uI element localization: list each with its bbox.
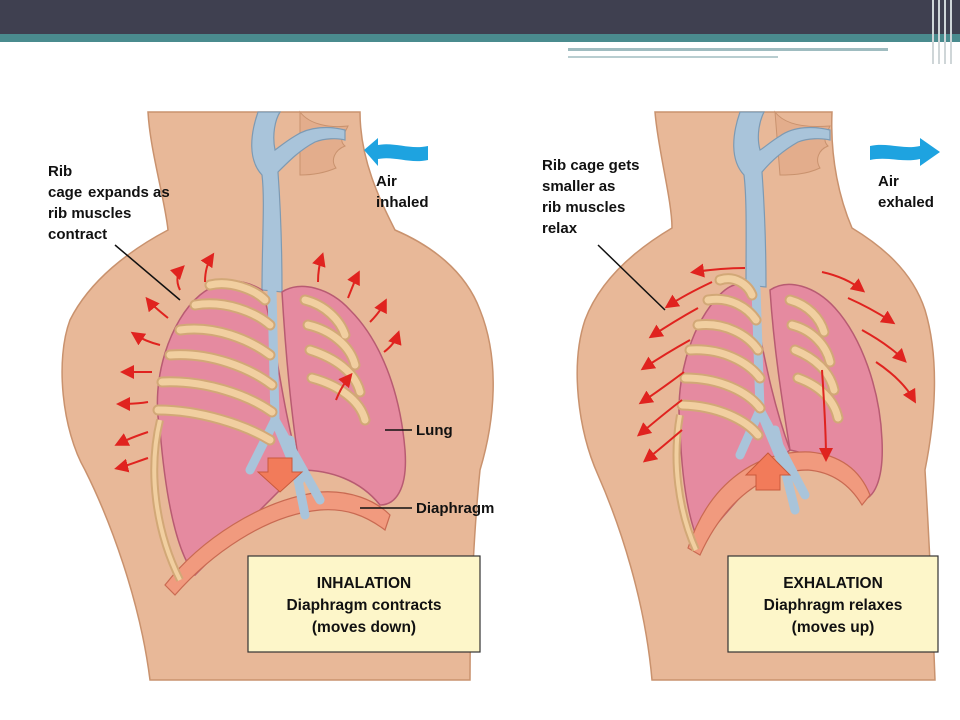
air-exhaled-label-1: Air bbox=[878, 173, 899, 190]
diaphragm-label: Diaphragm bbox=[416, 500, 494, 517]
exhalation-title: EXHALATION bbox=[783, 575, 883, 592]
diaphragm-down-arrow bbox=[256, 457, 304, 493]
air-inhaled-label-1: Air bbox=[376, 173, 397, 190]
air-inhaled-label-2: inhaled bbox=[376, 194, 429, 211]
contraction-arrows-right bbox=[636, 263, 916, 463]
rib-label-left-line2: cage bbox=[48, 184, 82, 201]
rib-label-left-line1: Rib bbox=[48, 163, 72, 180]
rib-label-right-line1: Rib cage gets bbox=[542, 157, 640, 174]
rib-label-right-line3: rib muscles bbox=[542, 199, 625, 216]
air-inhaled-arrow bbox=[364, 138, 428, 166]
inhalation-panel: Rib cage expands as rib muscles contract… bbox=[48, 110, 494, 681]
airway-left bbox=[251, 111, 346, 293]
lung-label: Lung bbox=[416, 422, 453, 439]
rib-label-right-line2: smaller as bbox=[542, 178, 615, 195]
air-exhaled-arrow bbox=[870, 138, 940, 166]
inhalation-line2: Diaphragm contracts bbox=[286, 597, 441, 614]
slide-header bbox=[0, 0, 960, 42]
header-side-stripes bbox=[932, 0, 952, 64]
diaphragm-right bbox=[687, 451, 871, 556]
exhalation-line3: (moves up) bbox=[792, 619, 875, 636]
header-accent-line-short bbox=[568, 56, 778, 58]
exhalation-box bbox=[727, 555, 939, 653]
expansion-arrows-left bbox=[114, 252, 402, 473]
rib-label-right-line4: relax bbox=[542, 220, 578, 237]
header-dark-band bbox=[0, 0, 960, 34]
exhalation-panel: Rib cage gets smaller as rib muscles rel… bbox=[542, 110, 940, 681]
header-accent-line bbox=[568, 48, 888, 51]
exhalation-line2: Diaphragm relaxes bbox=[764, 597, 903, 614]
inhalation-title: INHALATION bbox=[317, 575, 411, 592]
rib-label-left-line5: contract bbox=[48, 226, 107, 243]
inhalation-line3: (moves down) bbox=[312, 619, 416, 636]
diaphragm-left bbox=[164, 491, 391, 596]
header-teal-band bbox=[0, 34, 960, 42]
inhalation-box bbox=[247, 555, 481, 653]
airway-right bbox=[733, 111, 831, 288]
air-exhaled-label-2: exhaled bbox=[878, 194, 934, 211]
rib-label-left-line3: expands as bbox=[88, 184, 170, 201]
diaphragm-up-arrow bbox=[744, 452, 792, 491]
rib-label-left-line4: rib muscles bbox=[48, 205, 131, 222]
